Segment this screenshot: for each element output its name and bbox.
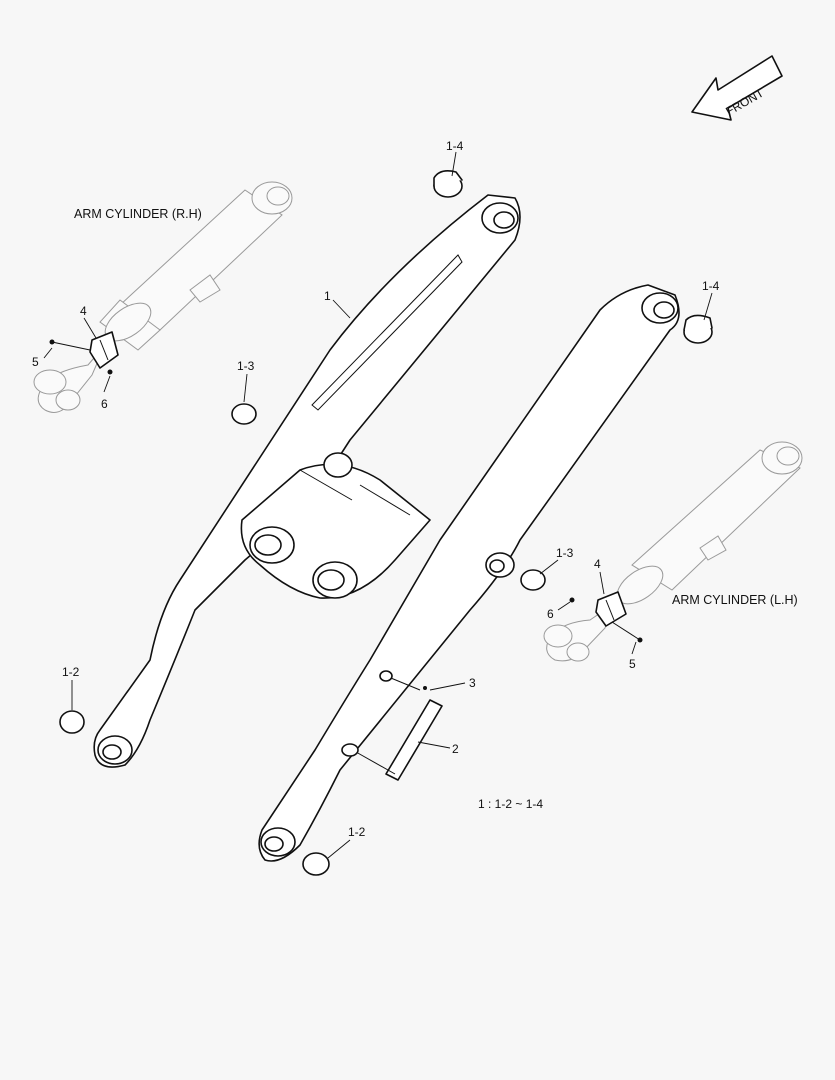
callout-2: 2 bbox=[452, 742, 459, 756]
bushing-low-left bbox=[59, 710, 85, 734]
bushing-low-right bbox=[302, 852, 330, 876]
lh-nut bbox=[569, 597, 575, 603]
rh-clamp bbox=[89, 331, 119, 369]
lh-cylinder-title: ARM CYLINDER (L.H) bbox=[672, 593, 798, 607]
rh-bolt bbox=[49, 339, 91, 351]
callout-1-4-top-left: 1-4 bbox=[446, 139, 464, 153]
pin-plate bbox=[379, 670, 427, 691]
bushing-top-left bbox=[433, 170, 463, 198]
callout-1-arm: 1 bbox=[324, 289, 331, 303]
callout-lh-6: 6 bbox=[547, 607, 554, 621]
bushing-mid-left bbox=[231, 403, 257, 425]
callout-rh-4: 4 bbox=[80, 304, 87, 318]
rh-cylinder-title: ARM CYLINDER (R.H) bbox=[74, 207, 202, 221]
leader-lines bbox=[43, 151, 713, 859]
rh-nut bbox=[107, 369, 113, 375]
callout-rh-5: 5 bbox=[32, 355, 39, 369]
link-plate bbox=[341, 699, 443, 781]
callout-1-3-right: 1-3 bbox=[556, 546, 574, 560]
arm-cross-tube bbox=[240, 452, 431, 599]
callout-1-3-left: 1-3 bbox=[237, 359, 255, 373]
lh-clamp bbox=[595, 591, 627, 627]
callout-1-4-top-right: 1-4 bbox=[702, 279, 720, 293]
callout-rh-6: 6 bbox=[101, 397, 108, 411]
front-arrow-icon: FRONT bbox=[691, 55, 783, 121]
bushing-mid-right bbox=[520, 569, 546, 591]
rh-arm-cylinder bbox=[33, 181, 293, 413]
callout-1-2-left: 1-2 bbox=[62, 665, 80, 679]
callout-lh-4: 4 bbox=[594, 557, 601, 571]
callout-1-2-right: 1-2 bbox=[348, 825, 366, 839]
lh-arm-cylinder bbox=[543, 441, 803, 662]
parts-note: 1 : 1-2 ~ 1-4 bbox=[478, 797, 543, 811]
arm-right-beam bbox=[258, 284, 680, 862]
callout-3: 3 bbox=[469, 676, 476, 690]
lh-bolt bbox=[611, 621, 643, 643]
bushing-top-right bbox=[683, 314, 713, 344]
callout-lh-5: 5 bbox=[629, 657, 636, 671]
